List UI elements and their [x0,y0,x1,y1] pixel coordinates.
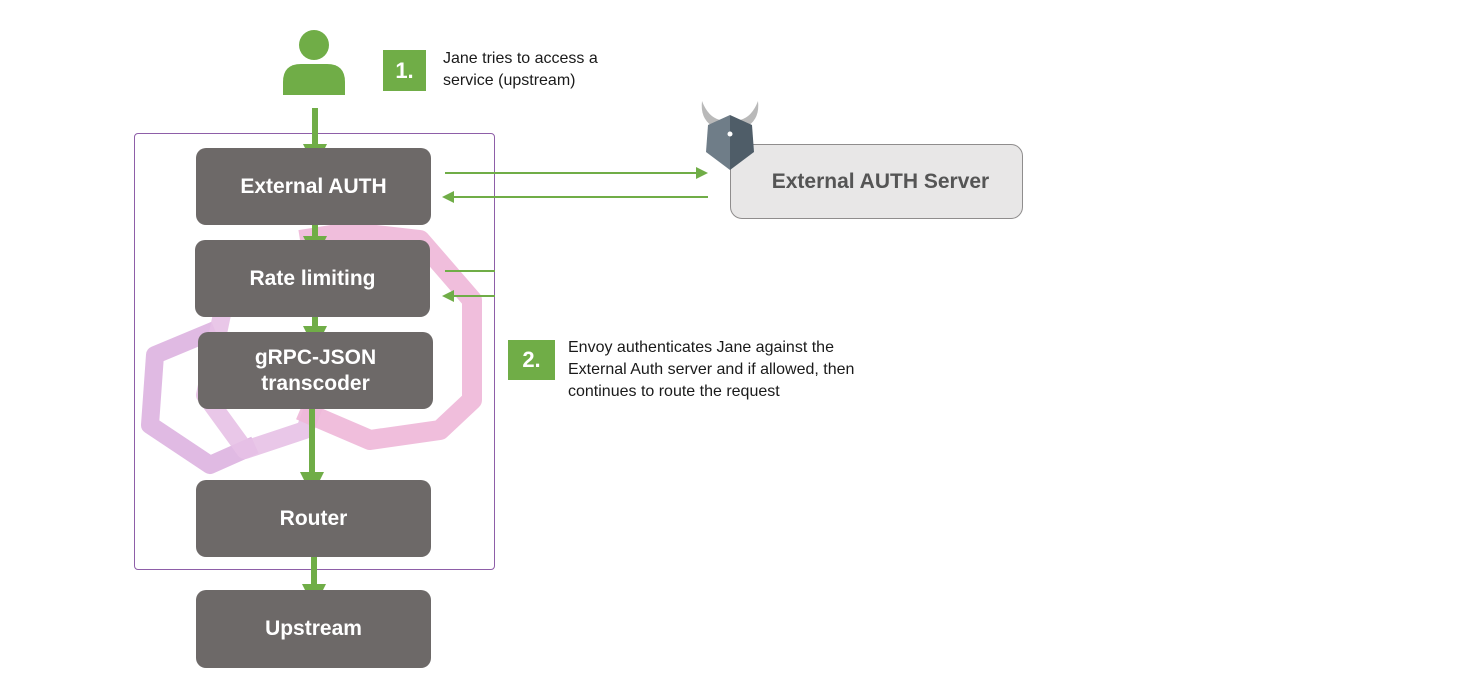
router-filter: Router [196,480,431,557]
rate-limiting-filter-label: Rate limiting [249,266,376,290]
transcoder-label-line1: gRPC-JSON [254,345,377,369]
step-2-line-1: Envoy authenticates Jane against the [568,339,834,356]
external-auth-server-label: External AUTH Server [771,169,990,193]
upstream-label: Upstream [265,617,362,640]
step-2-badge: 2. [508,340,555,380]
step-1-badge: 1. [383,50,426,91]
router-filter-label: Router [279,506,348,530]
upstream-box: Upstream [196,590,431,668]
step-2-description: Envoy authenticates Jane against the Ext… [568,337,854,403]
external-auth-filter: External AUTH [196,148,431,225]
step-1-line-1: Jane tries to access a [443,50,598,67]
step-2-line-3: continues to route the request [568,383,780,400]
step-1-line-2: service (upstream) [443,72,576,89]
grpc-json-transcoder-filter: gRPC-JSON transcoder [198,332,433,409]
step-1-description: Jane tries to access a service (upstream… [443,48,598,92]
transcoder-label-line2: transcoder [261,371,370,395]
step-2-line-2: External Auth server and if allowed, the… [568,361,855,378]
rate-limiting-filter: Rate limiting [195,240,430,317]
external-auth-server-box: External AUTH Server [730,144,1023,219]
external-auth-filter-label: External AUTH [240,174,387,198]
step-2-number: 2. [522,347,541,372]
step-1-number: 1. [395,57,414,83]
